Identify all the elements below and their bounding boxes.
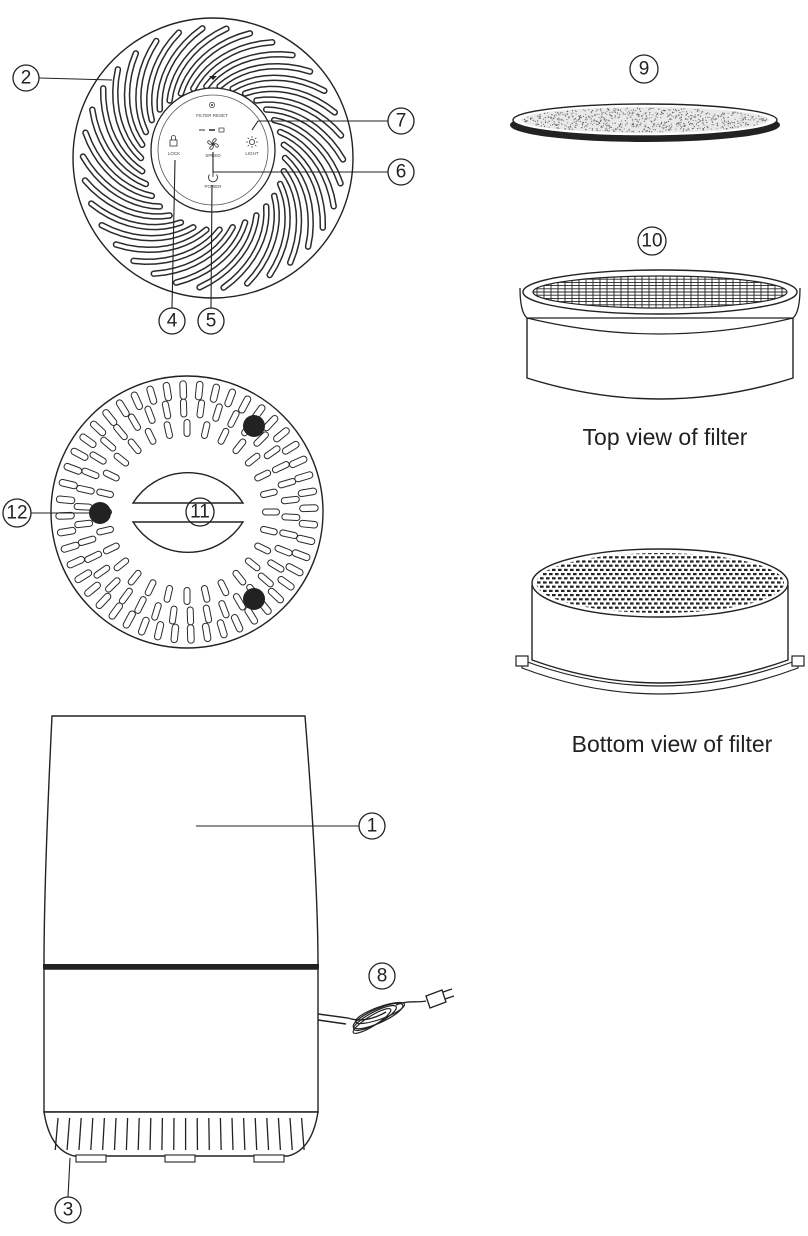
foot-pad: [89, 502, 111, 524]
lock-label: LOCK: [168, 151, 180, 156]
handle-recess-lower: [131, 521, 245, 554]
foot: [164, 1154, 196, 1163]
svg-text:12: 12: [6, 503, 27, 524]
callout-3: 3: [54, 1157, 82, 1224]
svg-text:2: 2: [21, 68, 32, 89]
lock-icon: [169, 135, 178, 147]
callout-4: 4: [158, 159, 186, 335]
foot-pad: [243, 588, 265, 610]
fan-icon: [207, 138, 219, 150]
power-label: POWER: [204, 184, 222, 189]
top-grille: [79, 25, 347, 291]
callout-1: 1: [196, 812, 386, 840]
callout-2: 2: [12, 64, 113, 92]
side-view-purifier: [43, 715, 319, 1163]
callout-10: 10: [637, 226, 667, 256]
foot: [253, 1154, 285, 1163]
callout-5: 5: [197, 184, 225, 335]
callout-9: 9: [629, 54, 659, 84]
callout-11: 11: [185, 497, 215, 527]
power-cord: [317, 988, 455, 1035]
light-label: LIGHT: [245, 151, 259, 156]
filter-icon: [209, 102, 215, 108]
svg-text:3: 3: [63, 1200, 74, 1221]
svg-text:5: 5: [206, 311, 217, 332]
svg-text:4: 4: [167, 311, 178, 332]
filter-texture: [523, 107, 767, 133]
bottom-vents: [55, 380, 319, 644]
caption-bottom-view: Bottom view of filter: [572, 731, 773, 757]
power-plug-icon: [425, 988, 455, 1009]
indicator-mark: [209, 76, 217, 80]
svg-text:11: 11: [190, 502, 210, 523]
pre-filter-sheet: [510, 103, 780, 142]
housing-lower: [43, 968, 319, 1113]
svg-text:9: 9: [639, 59, 650, 80]
base-slots: [54, 1117, 305, 1151]
light-icon: [246, 136, 258, 148]
housing-seam: [43, 964, 319, 969]
callout-6: 6: [212, 152, 415, 186]
filter-top-view: [519, 269, 801, 400]
speed-indicators: [199, 127, 225, 133]
svg-text:1: 1: [367, 816, 378, 837]
filter-reset-label: FILTER RESET: [196, 113, 228, 118]
foot-pad: [243, 415, 265, 437]
top-view-control-panel: FILTER RESET LOCK SPEED: [72, 17, 354, 299]
caption-top-view: Top view of filter: [583, 424, 748, 450]
callout-12: 12: [2, 498, 89, 528]
base-grille: [43, 1111, 319, 1157]
callout-8: 8: [368, 962, 396, 990]
filter-bottom-view: [515, 548, 805, 695]
callout-7: 7: [251, 107, 415, 135]
bottom-view: [50, 375, 324, 649]
svg-text:7: 7: [396, 111, 407, 132]
housing-upper: [43, 715, 319, 966]
svg-text:8: 8: [377, 966, 388, 987]
handle-recess-upper: [131, 471, 245, 504]
foot: [75, 1154, 107, 1163]
svg-text:10: 10: [641, 231, 662, 252]
svg-text:6: 6: [396, 162, 407, 183]
